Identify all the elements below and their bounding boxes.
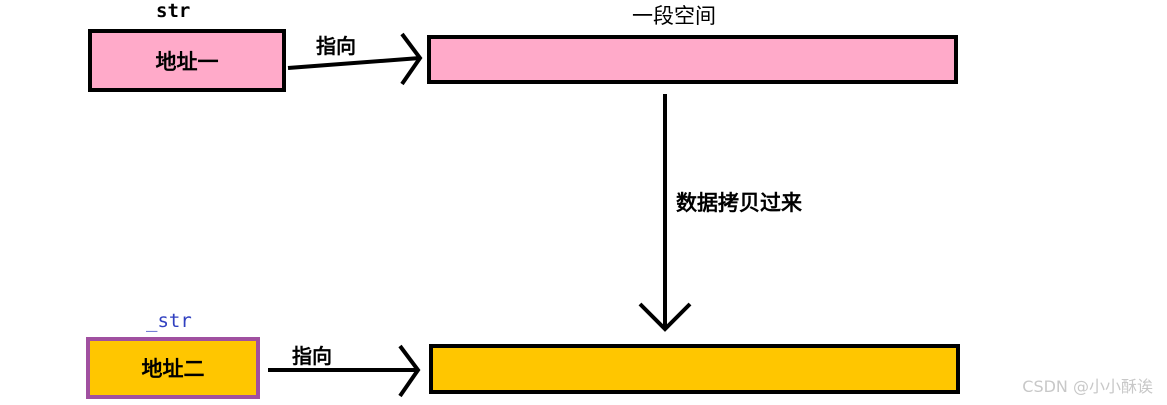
bottom-pointer-arrow-head: [398, 344, 421, 398]
copied-space-bar: [429, 344, 960, 394]
top-var-name: str: [156, 0, 191, 22]
bottom-var-name: _str: [146, 310, 192, 332]
top-address-box: 地址一: [88, 29, 286, 92]
bottom-pointer-label: 指向: [292, 344, 332, 368]
watermark: CSDN @小小酥诶: [1022, 377, 1153, 396]
space-label: 一段空间: [632, 4, 716, 28]
copy-label: 数据拷贝过来: [676, 191, 802, 215]
top-pointer-arrow-head: [400, 32, 423, 86]
copy-arrow-head: [638, 302, 692, 332]
memory-space-bar: [427, 35, 958, 84]
top-pointer-label: 指向: [316, 34, 356, 58]
bottom-address-box: 地址二: [86, 337, 260, 399]
top-pointer-arrow-line: [287, 56, 421, 70]
